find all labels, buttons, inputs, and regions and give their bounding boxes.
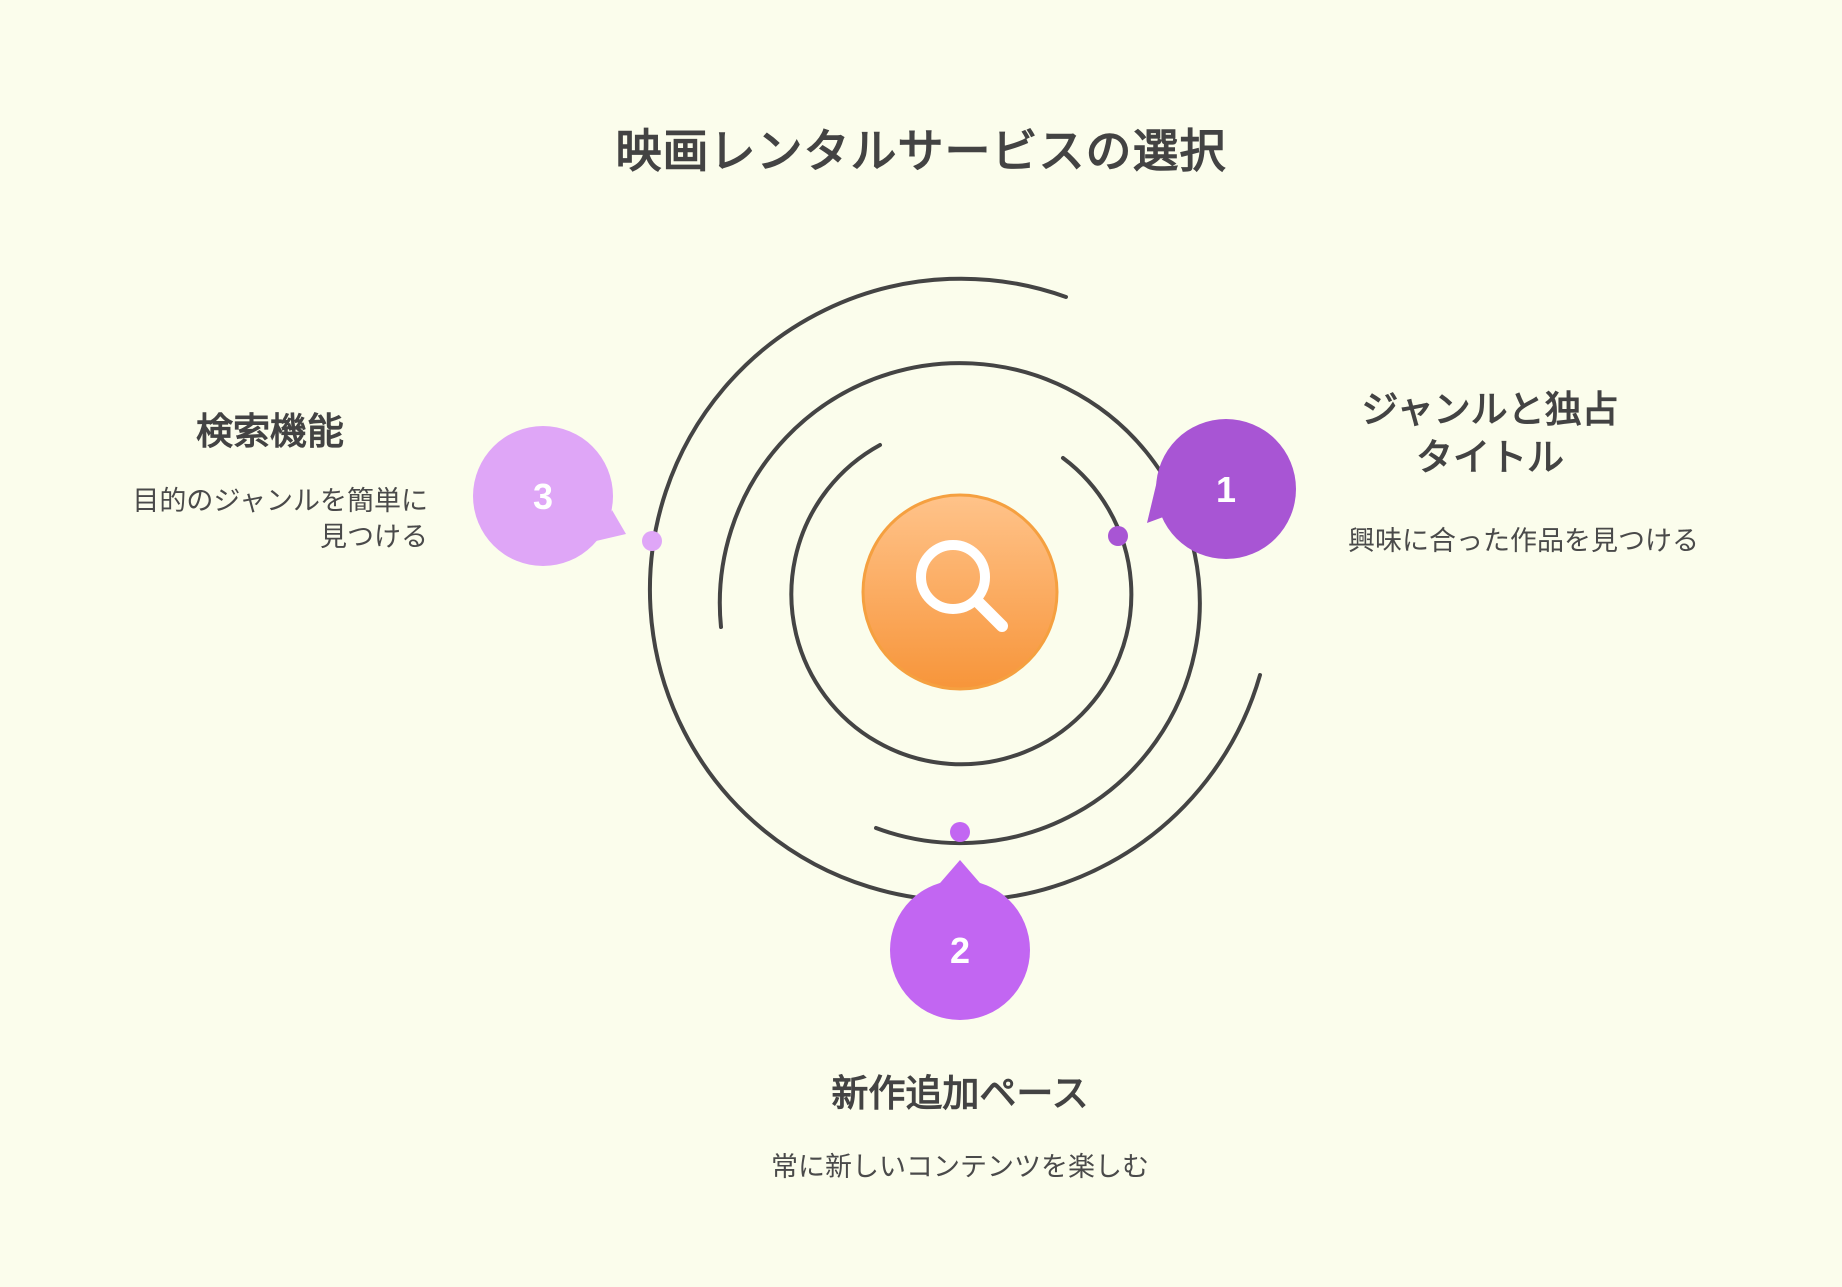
middle-ring-arc bbox=[717, 361, 1202, 846]
connector-dot-2 bbox=[950, 822, 970, 842]
step-number-3: 3 bbox=[533, 476, 553, 517]
step-badge-3: 3 bbox=[473, 426, 626, 566]
center-node bbox=[861, 493, 1059, 691]
search-icon bbox=[916, 540, 1008, 632]
connector-dot-1 bbox=[1108, 526, 1128, 546]
item-1-description: 興味に合った作品を見つける bbox=[1348, 526, 1699, 557]
step-badge-2: 2 bbox=[890, 860, 1030, 1020]
item-3-description: 目的のジャンルを簡単に 見つける bbox=[132, 486, 428, 553]
item-2-description: 常に新しいコンテンツを楽しむ bbox=[771, 1152, 1149, 1183]
step-number-2: 2 bbox=[950, 930, 970, 971]
step-badge-1: 1 bbox=[1147, 419, 1296, 559]
outer-ring-arc bbox=[647, 276, 1262, 903]
step-number-1: 1 bbox=[1216, 469, 1236, 510]
item-1-heading: ジャンルと独占 タイトル bbox=[1361, 388, 1619, 479]
item-2-heading: 新作追加ペース bbox=[831, 1072, 1089, 1115]
item-3-heading: 検索機能 bbox=[196, 410, 344, 453]
connector-dot-3 bbox=[642, 531, 662, 551]
inner-ring-arc bbox=[789, 443, 1134, 767]
page-title: 映画レンタルサービスの選択 bbox=[615, 124, 1227, 178]
